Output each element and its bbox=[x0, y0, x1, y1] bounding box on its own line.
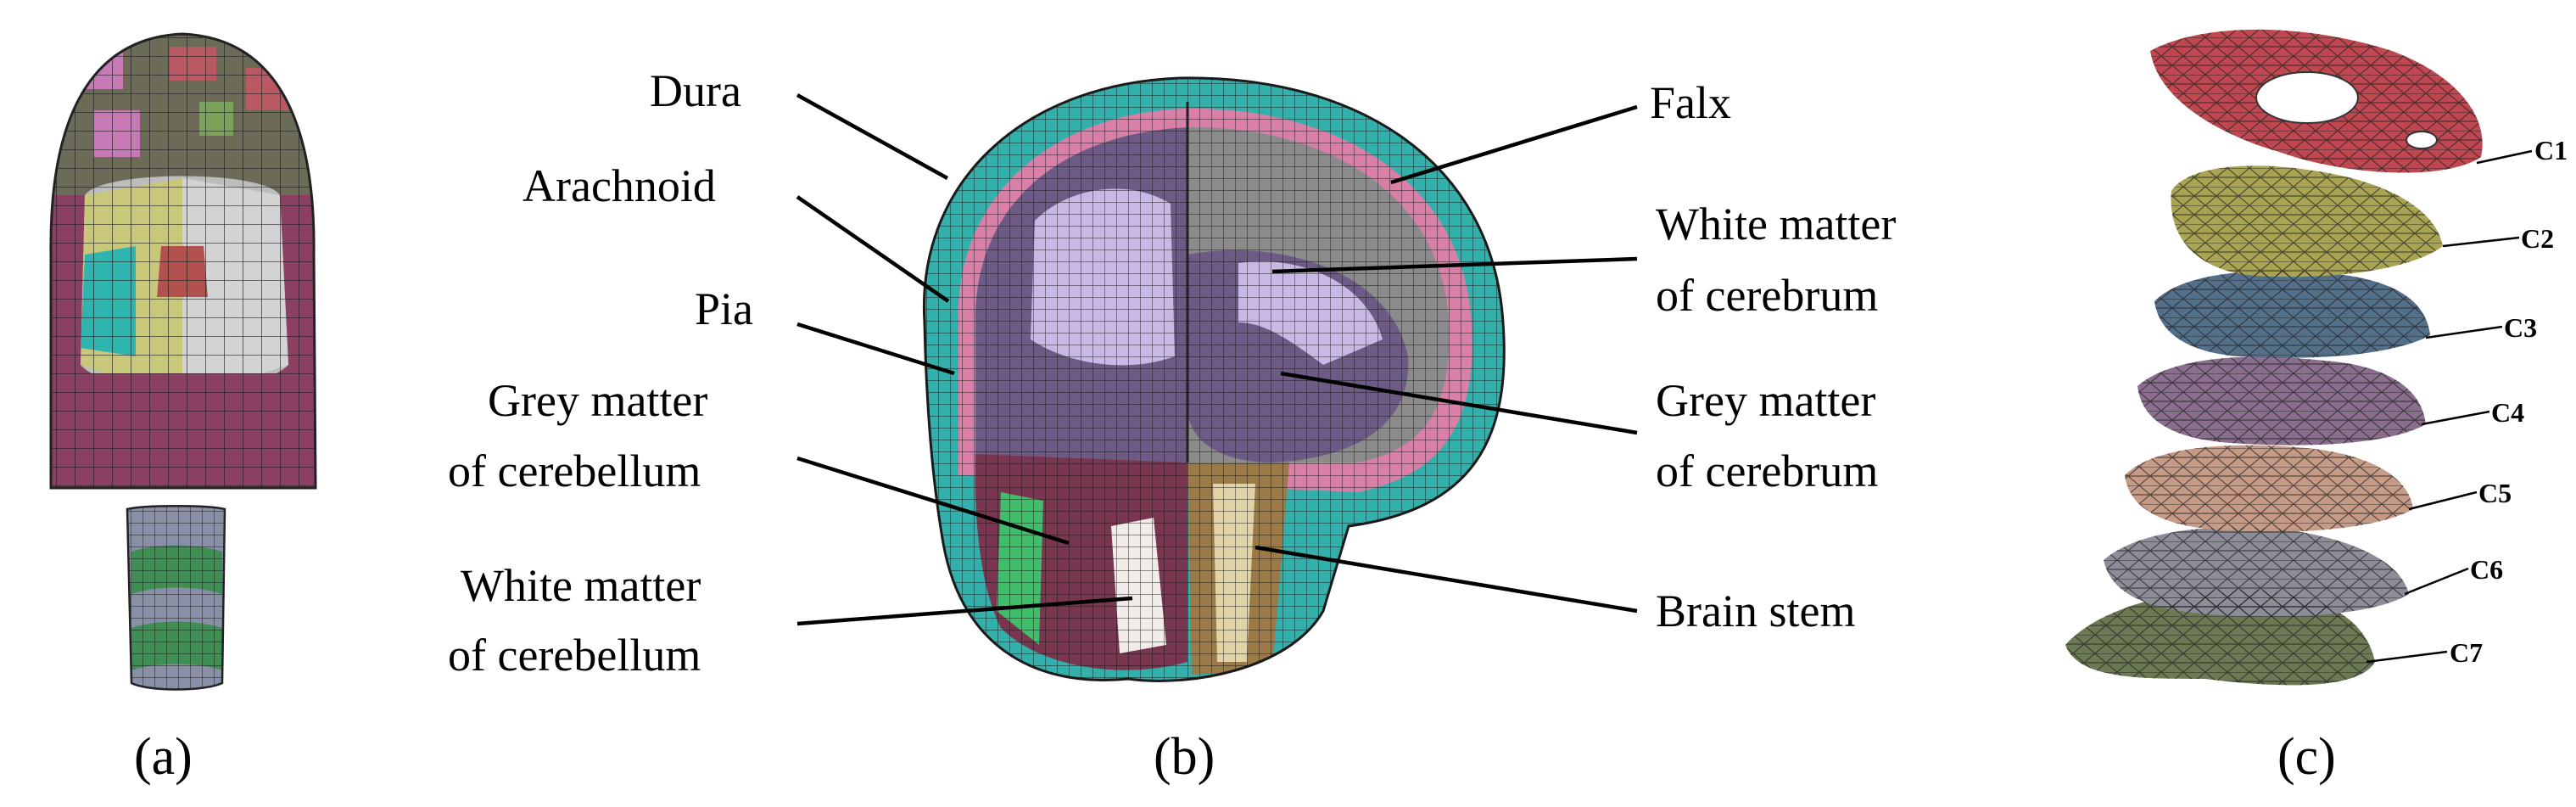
leader-white-cerebrum bbox=[1271, 256, 1638, 274]
leader-white-cerebellum bbox=[796, 596, 1133, 626]
label-grey-cerebellum-1: Grey matter bbox=[488, 375, 707, 426]
leader-c1 bbox=[2476, 149, 2533, 165]
label-grey-cerebrum-2: of cerebrum bbox=[1656, 446, 1878, 496]
vertebra-leaders bbox=[2366, 149, 2533, 664]
leader-falx bbox=[1390, 104, 1638, 185]
leader-grey-cerebellum bbox=[796, 456, 1070, 546]
label-arachnoid: Arachnoid bbox=[522, 160, 716, 211]
panel-label-b: (b) bbox=[1154, 728, 1215, 786]
label-falx: Falx bbox=[1650, 77, 1731, 128]
label-c5: C5 bbox=[2478, 478, 2512, 508]
label-brain-stem: Brain stem bbox=[1656, 586, 1855, 636]
label-c3: C3 bbox=[2504, 312, 2537, 343]
label-white-cerebellum-1: White matter bbox=[461, 560, 701, 611]
label-c6: C6 bbox=[2470, 554, 2503, 585]
leader-c2 bbox=[2442, 236, 2520, 248]
label-grey-cerebrum-1: Grey matter bbox=[1656, 375, 1875, 426]
leader-c7 bbox=[2366, 650, 2448, 664]
panel-label-a: (a) bbox=[134, 728, 193, 786]
label-white-cerebellum-2: of cerebellum bbox=[448, 630, 701, 681]
leader-grey-cerebrum bbox=[1280, 371, 1638, 435]
leader-pia bbox=[796, 322, 955, 376]
head-neck-model bbox=[49, 32, 317, 691]
leader-c6 bbox=[2404, 567, 2469, 596]
label-pia: Pia bbox=[695, 283, 753, 334]
label-c4: C4 bbox=[2491, 397, 2524, 428]
label-dura: Dura bbox=[650, 65, 741, 116]
label-c2: C2 bbox=[2521, 223, 2554, 254]
brain-model bbox=[922, 76, 1506, 682]
cervical-spine-model bbox=[2065, 29, 2483, 686]
label-c7: C7 bbox=[2450, 637, 2483, 668]
leader-dura bbox=[796, 93, 949, 180]
leader-arachnoid bbox=[796, 195, 950, 303]
leader-brain-stem bbox=[1254, 545, 1638, 614]
leader-lines bbox=[796, 93, 1638, 626]
panel-label-c: (c) bbox=[2277, 728, 2336, 786]
label-grey-cerebellum-2: of cerebellum bbox=[448, 446, 701, 496]
leader-c5 bbox=[2408, 490, 2478, 511]
leader-c4 bbox=[2421, 410, 2490, 426]
label-white-cerebrum-2: of cerebrum bbox=[1656, 270, 1878, 321]
leader-c3 bbox=[2425, 325, 2503, 339]
label-c1: C1 bbox=[2534, 135, 2568, 165]
label-white-cerebrum-1: White matter bbox=[1656, 199, 1896, 249]
